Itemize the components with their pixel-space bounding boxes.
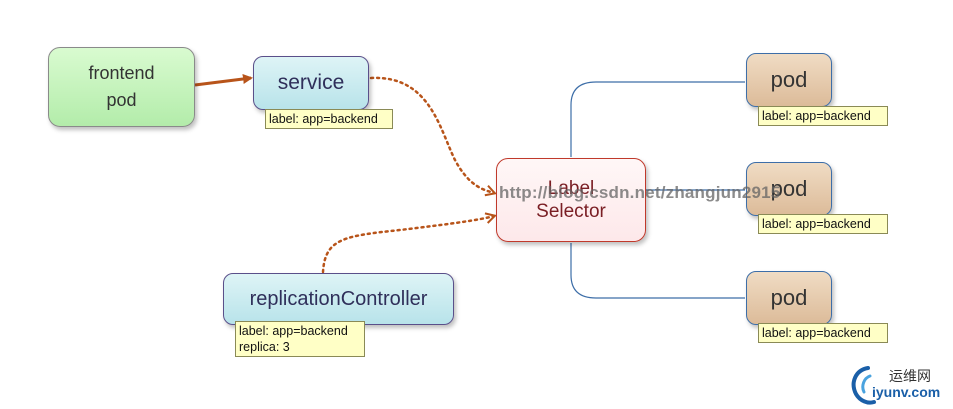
pod-2-label-tag: label: app=backend [758, 214, 888, 234]
rc-label-tag: label: app=backend replica: 3 [235, 321, 365, 357]
selector-to-pod1-connector [570, 81, 745, 157]
pod-1-label-tag: label: app=backend [758, 106, 888, 126]
frontend-to-service-arrow [194, 74, 253, 87]
logo-chinese-text: 运维网 [889, 368, 931, 384]
blog-watermark: http://blog.csdn.net/zhangjun2915 [499, 183, 781, 202]
logo-domain-text: iyunv.com [872, 384, 941, 400]
service-node-label: service [277, 71, 345, 94]
pod-node-3-label: pod [770, 285, 808, 310]
selector-to-pod3-connector [570, 243, 745, 299]
rc-node-label: replicationController [249, 287, 428, 310]
selector-node-line2: Selector [536, 201, 606, 222]
service-label-tag: label: app=backend [265, 109, 393, 129]
selector-node-line1: Label [547, 178, 595, 199]
pod-node-2-label: pod [770, 176, 808, 201]
iyunv-logo-icon [851, 366, 876, 405]
rc-label-line1: label: app=backend [239, 324, 348, 338]
label-selector-node: Label Selector [496, 158, 646, 242]
service-node: service [253, 56, 369, 110]
frontend-node-line1: frontend [88, 63, 155, 83]
pod-node-1: pod [746, 53, 832, 107]
replication-controller-node: replicationController [223, 273, 454, 325]
rc-to-selector-dotted-arrow [321, 216, 494, 274]
pod-node-1-label: pod [770, 67, 808, 92]
pod-node-2: pod [746, 162, 832, 216]
frontend-node-line2: pod [106, 90, 137, 110]
frontend-pod-node: frontend pod [48, 47, 195, 127]
service-to-selector-dotted-arrow [369, 76, 494, 193]
pod-3-label-tag: label: app=backend [758, 323, 888, 343]
rc-label-line2: replica: 3 [239, 340, 290, 354]
pod-node-3: pod [746, 271, 832, 325]
